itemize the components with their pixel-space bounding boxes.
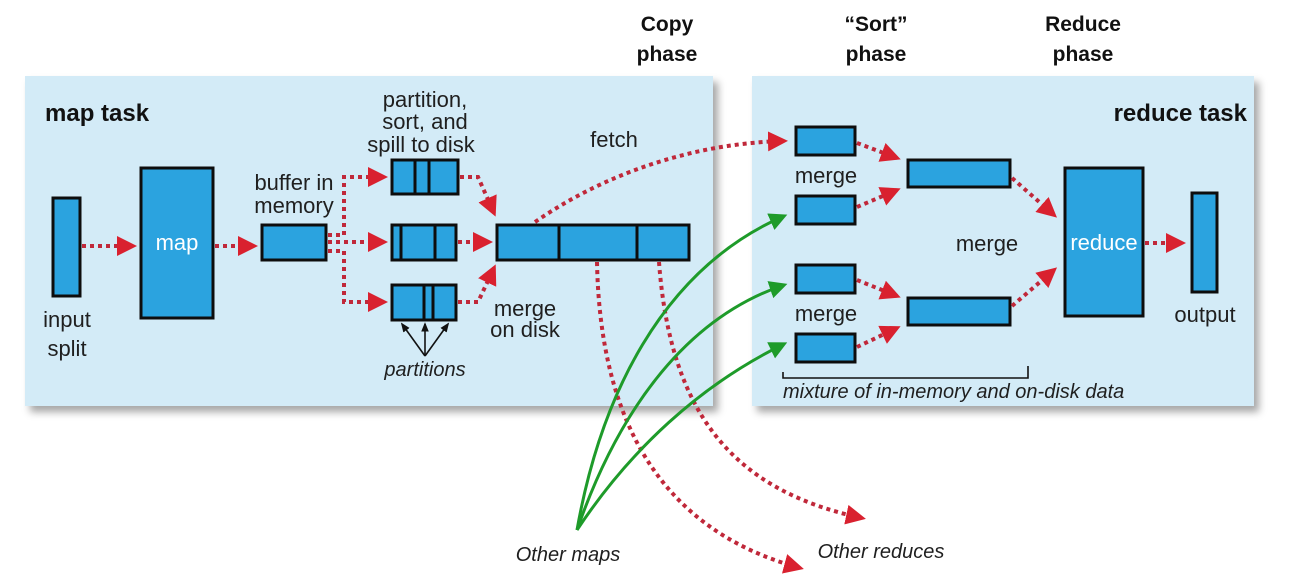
- map-label: map: [156, 230, 199, 255]
- merge-bottom-label: merge: [795, 301, 857, 326]
- map-task-title: map task: [45, 100, 150, 127]
- arrow-seg3-to-merged-bottom: [856, 278, 901, 300]
- arrow-spill-3-to-merge: [458, 264, 497, 304]
- spill-label-2: sort, and: [382, 109, 468, 134]
- spill-file-1: [390, 158, 460, 196]
- reduce-phase-header: Reduce phase: [1045, 13, 1121, 66]
- map-box: [139, 166, 215, 320]
- other-maps-arrows: [575, 213, 788, 531]
- other-maps-label: Other maps: [516, 544, 620, 566]
- reduce-phase-line-1: Reduce: [1045, 13, 1121, 36]
- arrow-merged-top-to-reduce: [1010, 176, 1058, 218]
- arrow-to-other-reduces-2: [657, 261, 866, 525]
- copied-segment-3: [794, 263, 857, 295]
- spill-label-1: partition,: [383, 87, 467, 112]
- sort-phase-line-2: phase: [846, 43, 907, 66]
- spill-label-3: spill to disk: [367, 132, 476, 157]
- copied-segment-1: [794, 125, 857, 157]
- fetch-label: fetch: [590, 127, 638, 152]
- arrow-other-maps-to-seg2: [575, 213, 788, 531]
- other-reduces-label: Other reduces: [818, 541, 945, 563]
- partitions-pointer-arrows: [400, 322, 450, 357]
- reduce-phase-line-2: phase: [1053, 43, 1114, 66]
- merge-on-disk-label-1: merge: [494, 296, 556, 321]
- input-split-label-1: input: [43, 307, 91, 332]
- copied-segment-4: [794, 332, 857, 364]
- input-split-box: [51, 196, 82, 298]
- arrow-spill-1-to-merge: [460, 175, 497, 217]
- arrow-other-maps-to-seg4: [575, 342, 788, 531]
- arrow-buffer-to-spill-3: [328, 249, 388, 312]
- mixture-bracket: [782, 366, 1029, 379]
- sort-phase-header: “Sort” phase: [845, 13, 908, 66]
- merged-segment-top: [906, 158, 1012, 189]
- buffer-in-memory-box: [260, 223, 328, 262]
- reduce-task-title: reduce task: [1114, 100, 1248, 127]
- buffer-label-2: memory: [254, 193, 333, 218]
- reduce-side-arrows: [856, 141, 1186, 349]
- copy-phase-line-1: Copy: [641, 13, 694, 36]
- input-split-label-2: split: [47, 336, 86, 361]
- spill-file-2: [390, 223, 458, 262]
- merged-output-file: [495, 223, 691, 262]
- reduce-label: reduce: [1070, 230, 1137, 255]
- partitions-label: partitions: [383, 359, 465, 381]
- merge-middle-label: merge: [956, 231, 1018, 256]
- copied-segment-2: [794, 194, 857, 226]
- copy-phase-line-2: phase: [637, 43, 698, 66]
- arrow-fetch-to-reduce: [533, 131, 788, 224]
- output-label: output: [1174, 302, 1235, 327]
- mixture-label: mixture of in-memory and on-disk data: [783, 381, 1124, 403]
- merge-top-label: merge: [795, 163, 857, 188]
- copy-phase-header: Copy phase: [637, 13, 698, 66]
- spill-file-3: [390, 283, 458, 322]
- arrow-seg1-to-merged-top: [856, 141, 901, 162]
- arrow-buffer-to-spill-1: [328, 167, 388, 237]
- buffer-label-1: buffer in: [254, 170, 333, 195]
- arrow-merged-bottom-to-reduce: [1010, 267, 1058, 308]
- merge-on-disk-label-2: on disk: [490, 317, 561, 342]
- sort-phase-line-1: “Sort”: [845, 13, 908, 36]
- output-box: [1190, 191, 1219, 294]
- arrow-other-maps-to-seg3: [575, 281, 788, 531]
- reduce-box: [1063, 166, 1145, 318]
- map-side-arrows: [82, 131, 866, 574]
- merged-segment-bottom: [906, 296, 1012, 327]
